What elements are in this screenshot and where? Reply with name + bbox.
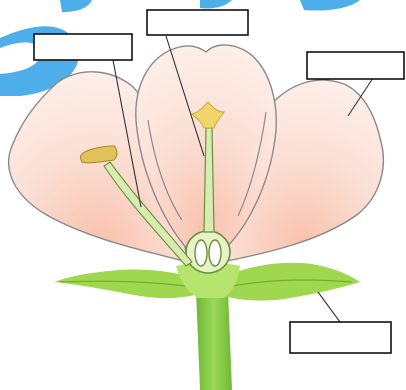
ovary-body <box>186 231 230 273</box>
stem <box>196 290 232 390</box>
ovule-right <box>209 240 221 266</box>
leader-line-sepal <box>318 292 340 322</box>
label-box-anther[interactable] <box>34 34 132 60</box>
label-box-sepal[interactable] <box>290 322 391 353</box>
label-box-stigma[interactable] <box>147 10 248 35</box>
ovule-left <box>195 240 207 266</box>
watermark-top-mid <box>200 0 232 9</box>
watermark-top-left <box>60 0 92 12</box>
style <box>204 128 214 232</box>
watermark-top-right <box>300 0 360 11</box>
ovary <box>186 231 230 273</box>
label-box-petal[interactable] <box>307 52 404 79</box>
